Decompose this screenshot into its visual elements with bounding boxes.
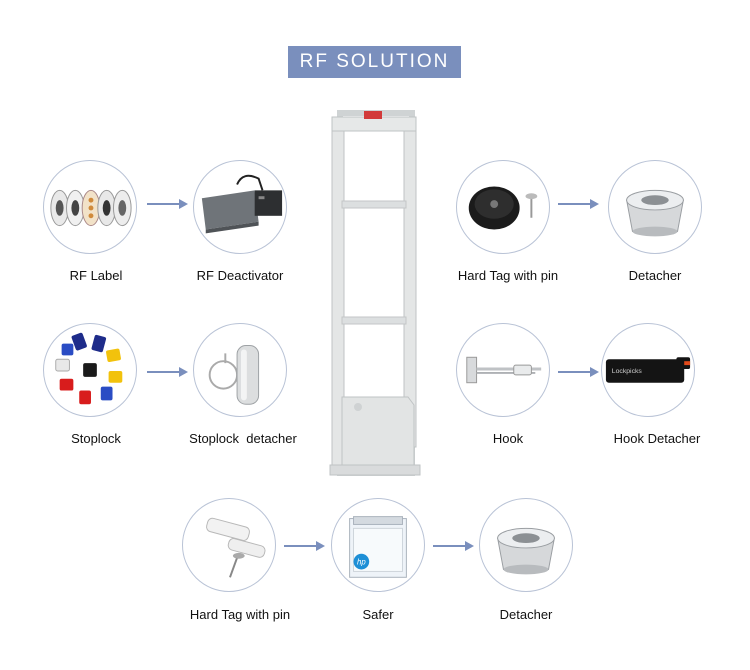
arrow-rf-label-to-deactivator [147, 199, 188, 209]
hard-tag-pin-image-bottom [182, 498, 276, 592]
stoplock-detacher-image [193, 323, 287, 417]
eas-gate-antenna [329, 110, 421, 476]
safer-caption: Safer [362, 607, 394, 622]
arrow-safer-to-detacher [433, 541, 474, 551]
arrow-stoplock-to-detacher [147, 367, 188, 377]
hard-tag-pin-caption-bottom: Hard Tag with pin [189, 607, 291, 622]
hard-tag-pin-caption-right: Hard Tag with pin [457, 268, 559, 283]
safer-image: hp [331, 498, 425, 592]
hook-detacher-caption: Hook Detacher [613, 431, 701, 446]
hard-tag-pin-image-right [456, 160, 550, 254]
title-banner: RF SOLUTION [288, 46, 461, 78]
stoplock-caption: Stoplock [71, 431, 121, 446]
detacher-image-bottom [479, 498, 573, 592]
detacher-image-right [608, 160, 702, 254]
stoplock-image [43, 323, 137, 417]
detacher-caption-bottom: Detacher [499, 607, 553, 622]
arrow-hook-to-detacher [558, 367, 599, 377]
rf-deactivator-image [193, 160, 287, 254]
hook-detacher-image: Lockpicks [601, 323, 695, 417]
arrow-hard-tag-to-safer [284, 541, 325, 551]
hook-image [456, 323, 550, 417]
detacher-caption-right: Detacher [628, 268, 682, 283]
hook-caption: Hook [492, 431, 524, 446]
arrow-hard-tag-to-detacher-right [558, 199, 599, 209]
rf-deactivator-caption: RF Deactivator [196, 268, 284, 283]
safer-brand: hp [357, 558, 366, 567]
rf-label-caption: RF Label [69, 268, 123, 283]
stoplock-detacher-caption: Stoplock detacher [189, 431, 297, 446]
page-title: RF SOLUTION [299, 51, 450, 72]
hook-detacher-brand: Lockpicks [612, 368, 643, 375]
rf-label-image [43, 160, 137, 254]
